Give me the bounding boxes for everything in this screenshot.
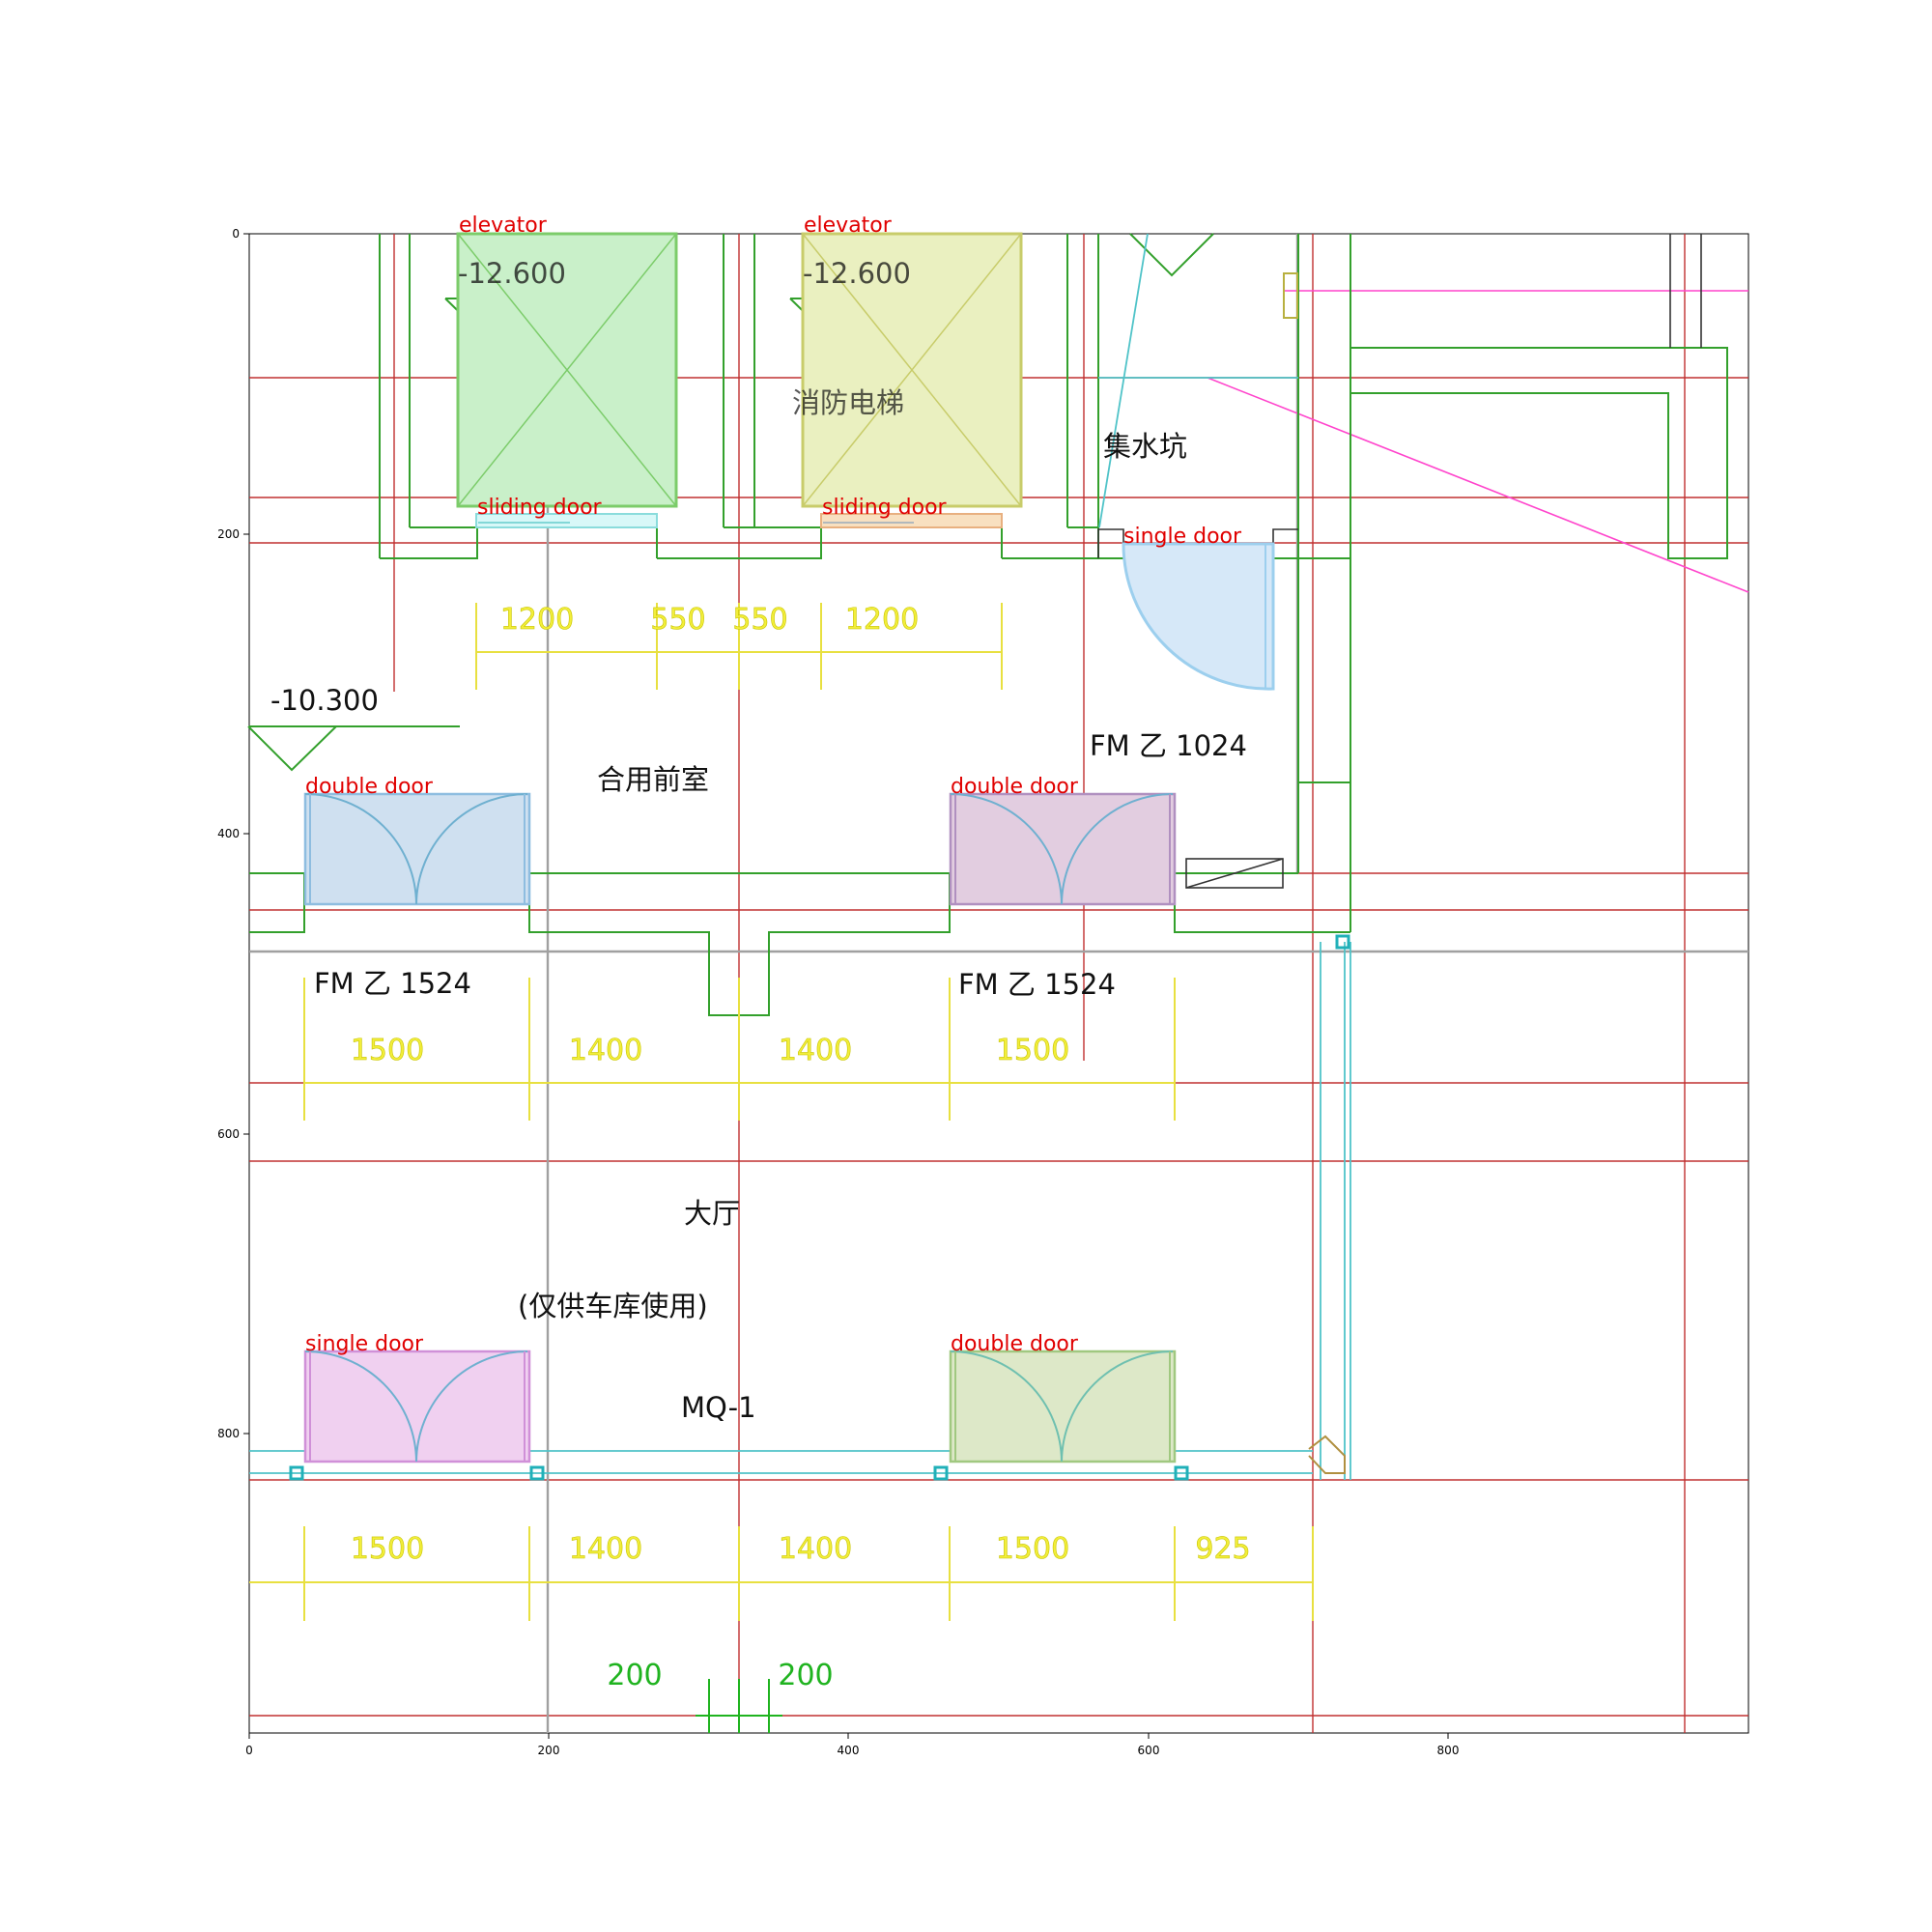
hall-note-label: (仅供车库使用) (518, 1290, 708, 1322)
dimension-label: 1400 (569, 1034, 642, 1067)
x-tick-label: 0 (245, 1744, 253, 1757)
dimension-label: 1500 (996, 1532, 1069, 1566)
sliding-door-label: sliding door (477, 496, 603, 520)
double-door-label: double door (305, 775, 434, 799)
y-tick-label: 800 (217, 1427, 240, 1440)
sliding-door-2 (820, 513, 1003, 528)
fire-elevator-label: 消防电梯 (792, 386, 904, 419)
curtain-wall-label: MQ-1 (681, 1391, 756, 1424)
dimension-label: 1200 (845, 603, 919, 637)
y-axis (243, 233, 249, 1435)
double-door-label: double door (951, 1332, 1079, 1356)
elevator-1 (456, 232, 678, 508)
x-tick-label: 400 (838, 1744, 860, 1757)
double-door-3 (949, 1350, 1177, 1463)
dimension-lines (249, 603, 1314, 1621)
single-door-label: single door (1123, 525, 1242, 549)
sliding-door-label: sliding door (822, 496, 948, 520)
x-tick-label: 200 (538, 1744, 560, 1757)
dimension-label: 1400 (779, 1034, 852, 1067)
double-door-label: double door (951, 775, 1079, 799)
x-axis (248, 1733, 1449, 1739)
cyan-columns (289, 934, 1350, 1481)
wall-fixture (1283, 272, 1298, 319)
y-tick-label: 0 (232, 227, 240, 241)
x-tick-label: 800 (1437, 1744, 1460, 1757)
dimension-label: 925 (1195, 1532, 1250, 1566)
hall-label: 大厅 (684, 1197, 740, 1230)
dimension-label: 200 (778, 1659, 833, 1692)
elevator-label: elevator (459, 213, 548, 238)
double-door-1 (303, 792, 531, 906)
shared-lobby-label: 合用前室 (597, 763, 709, 796)
fire-door-label: FM 乙 1524 (958, 968, 1116, 1001)
dimension-label: 1500 (351, 1034, 424, 1067)
sliding-door-1 (475, 513, 658, 528)
elevator-2 (801, 232, 1023, 508)
y-tick-label: 400 (217, 827, 240, 840)
corner-fitting (1308, 1435, 1346, 1474)
elevation-label: -10.300 (270, 684, 379, 717)
y-tick-label: 600 (217, 1127, 240, 1141)
x-tick-label: 600 (1138, 1744, 1160, 1757)
dimension-lines-green (696, 1679, 782, 1733)
fire-door-label: FM 乙 1524 (314, 967, 471, 1000)
dimension-label: 200 (607, 1659, 662, 1692)
double-door-2 (949, 792, 1177, 906)
dimension-label: 1400 (779, 1532, 852, 1566)
sump-label: 集水坑 (1103, 430, 1187, 463)
y-tick-label: 200 (217, 527, 240, 541)
dimension-label: 550 (650, 603, 705, 637)
fire-door-label: FM 乙 1024 (1090, 729, 1247, 762)
dimension-label: 1200 (500, 603, 574, 637)
black-lines (1097, 234, 1702, 889)
dimension-label: 1500 (351, 1532, 424, 1566)
single-door-1 (1122, 542, 1275, 691)
elevation-label: -12.600 (803, 257, 911, 290)
elevation-label: -12.600 (458, 257, 566, 290)
dimension-label: 550 (732, 603, 787, 637)
dimension-label: 1500 (996, 1034, 1069, 1067)
dimension-label: 1400 (569, 1532, 642, 1566)
single-door-2 (303, 1350, 531, 1463)
single-door-label: single door (305, 1332, 424, 1356)
elevator-label: elevator (804, 213, 893, 238)
